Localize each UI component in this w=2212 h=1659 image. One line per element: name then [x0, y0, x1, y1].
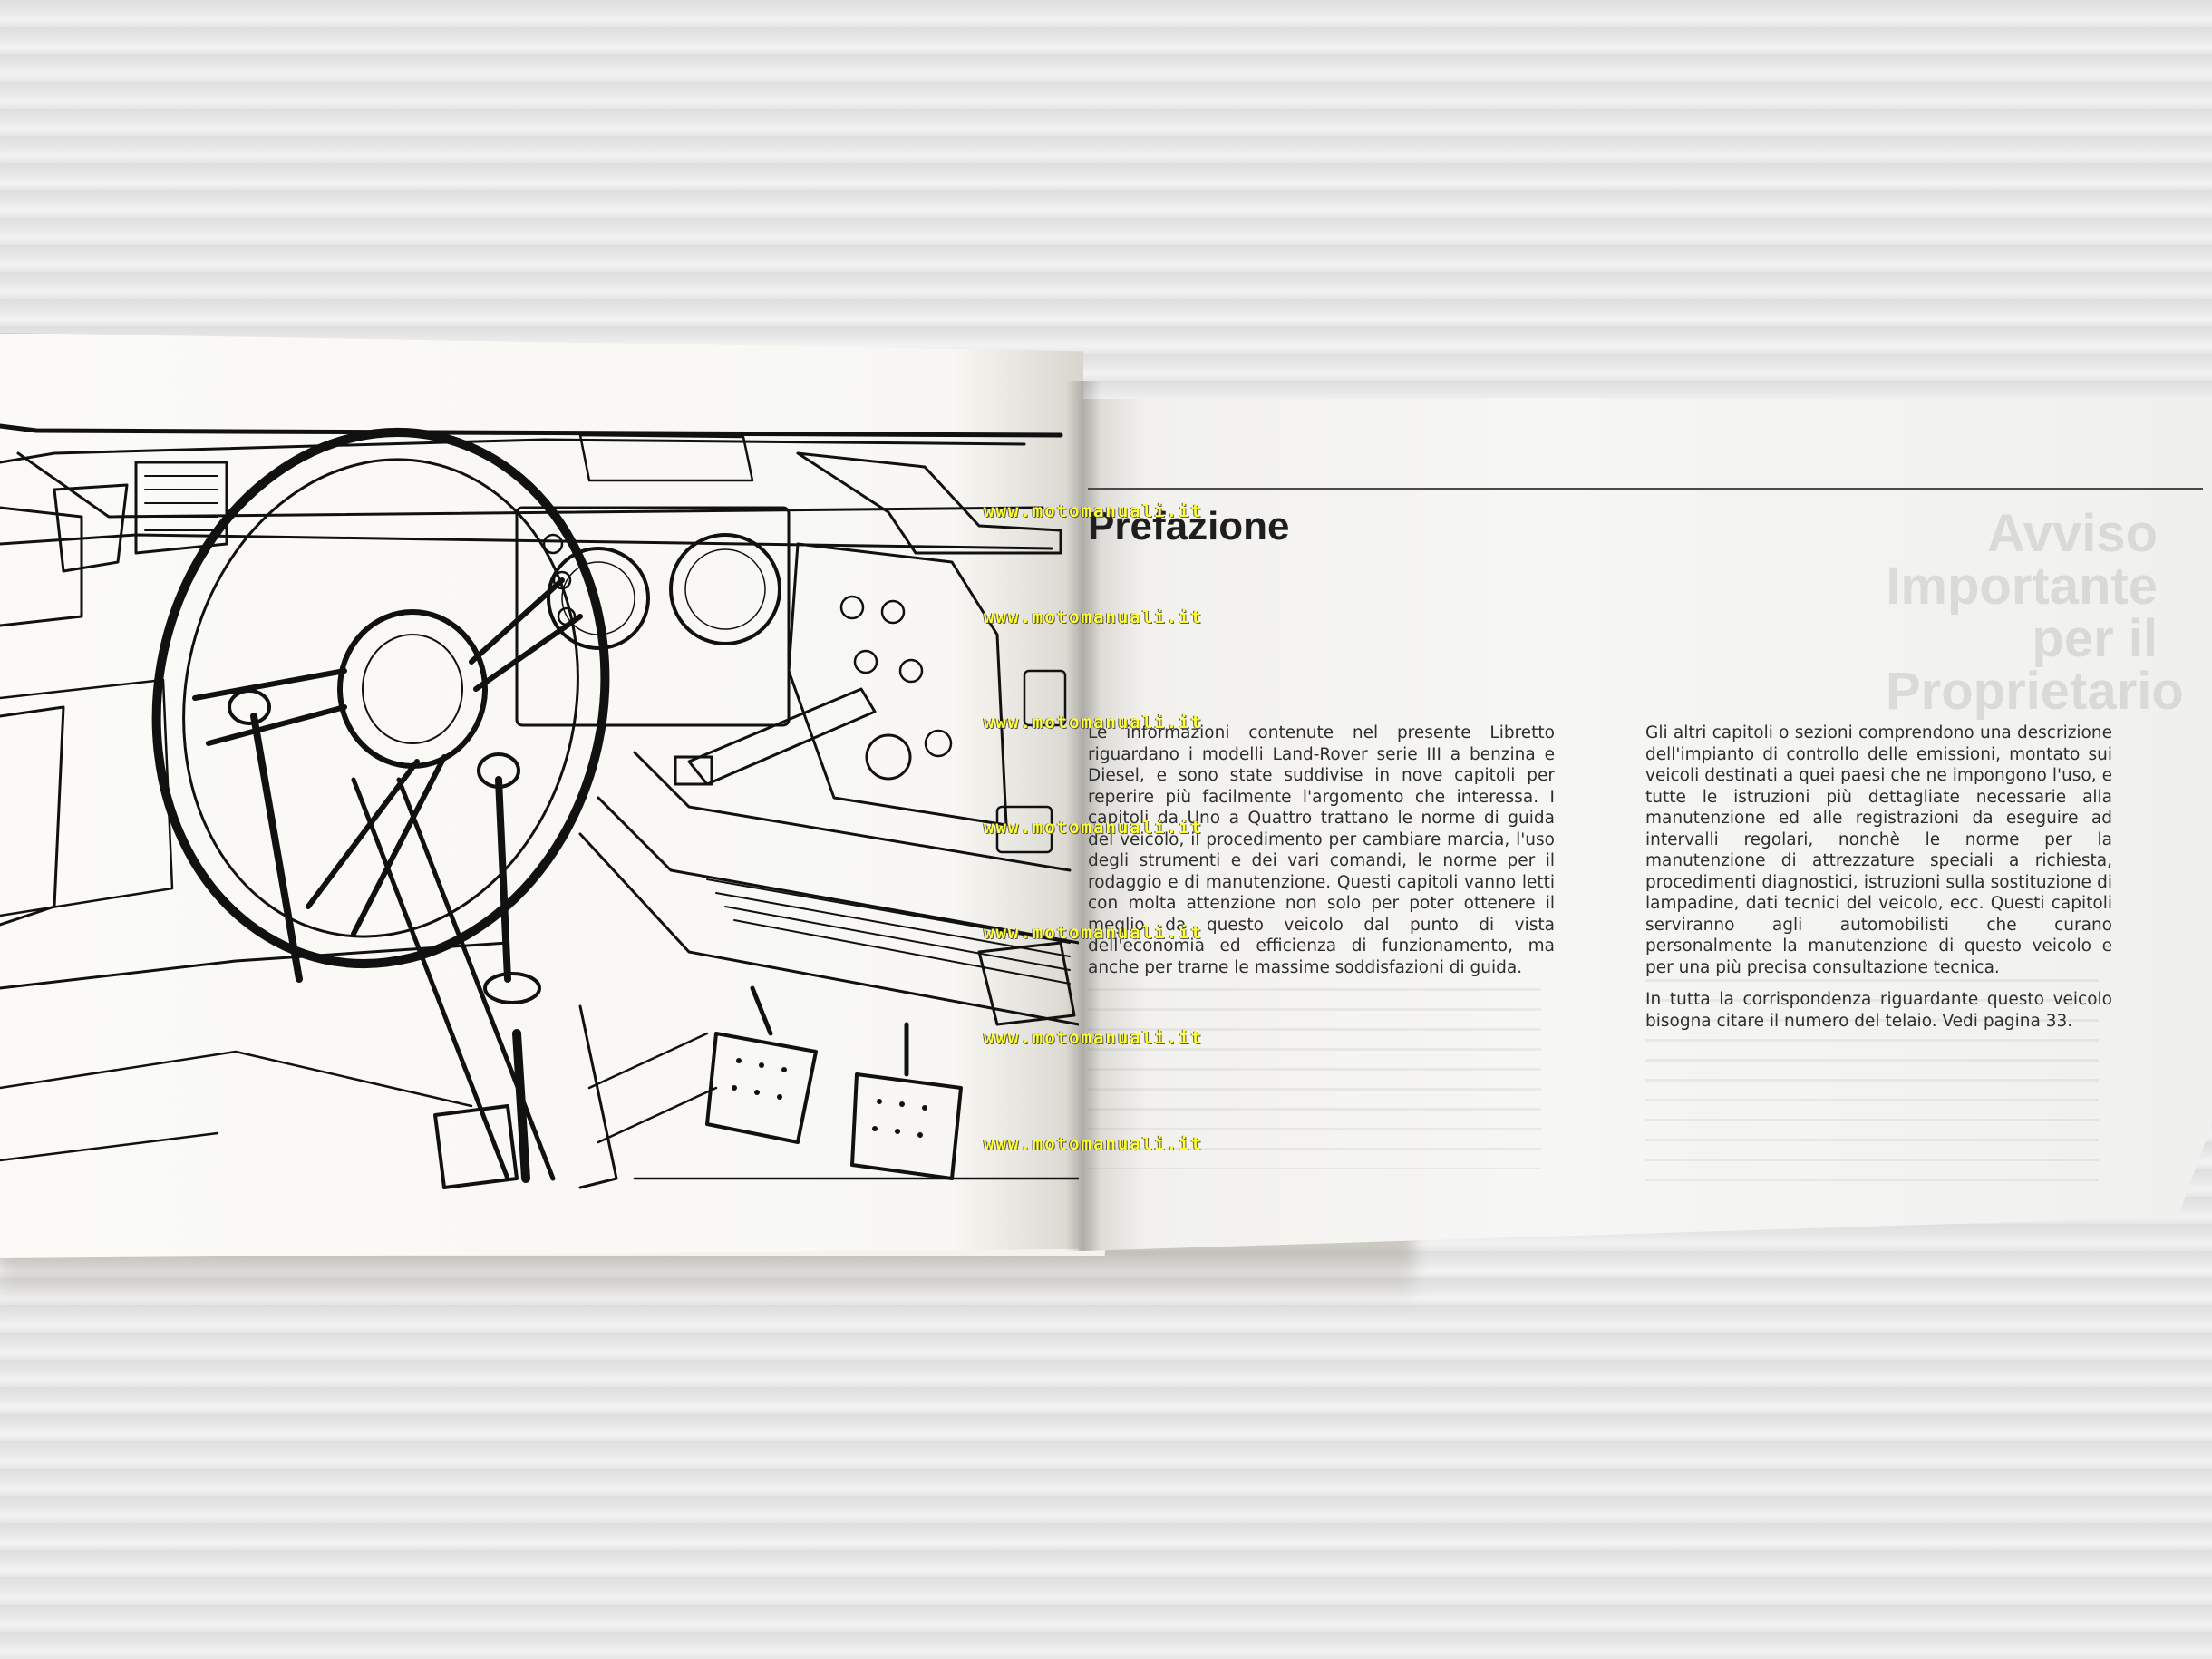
paragraph: Gli altri capitoli o sezioni comprendono…	[1645, 723, 2112, 977]
watermark: www.motomanuali.it	[984, 923, 1203, 943]
watermark: www.motomanuali.it	[984, 1134, 1203, 1154]
text-column-right: Gli altri capitoli o sezioni comprendono…	[1645, 723, 2112, 1043]
dashboard-illustration	[0, 423, 1081, 1189]
right-page	[1079, 399, 2212, 1251]
title-rule	[1088, 488, 2203, 490]
paragraph: Le informazioni contenute nel presente L…	[1088, 723, 1555, 977]
page-title: Prefazione	[1088, 504, 1290, 548]
watermark: www.motomanuali.it	[984, 713, 1203, 732]
paragraph: In tutta la corrispondenza riguardante q…	[1645, 990, 2112, 1031]
show-through-heading: Avviso Importante per il Proprietario	[1886, 504, 2184, 721]
watermark: www.motomanuali.it	[984, 1028, 1203, 1048]
watermark: www.motomanuali.it	[984, 818, 1203, 838]
text-column-left: Le informazioni contenute nel presente L…	[1088, 723, 1555, 989]
watermark: www.motomanuali.it	[984, 501, 1203, 521]
show-through-text	[1645, 979, 2099, 1197]
show-through-text-left	[1088, 988, 1541, 1169]
watermark: www.motomanuali.it	[984, 607, 1203, 627]
book-gutter	[1065, 381, 1101, 1251]
